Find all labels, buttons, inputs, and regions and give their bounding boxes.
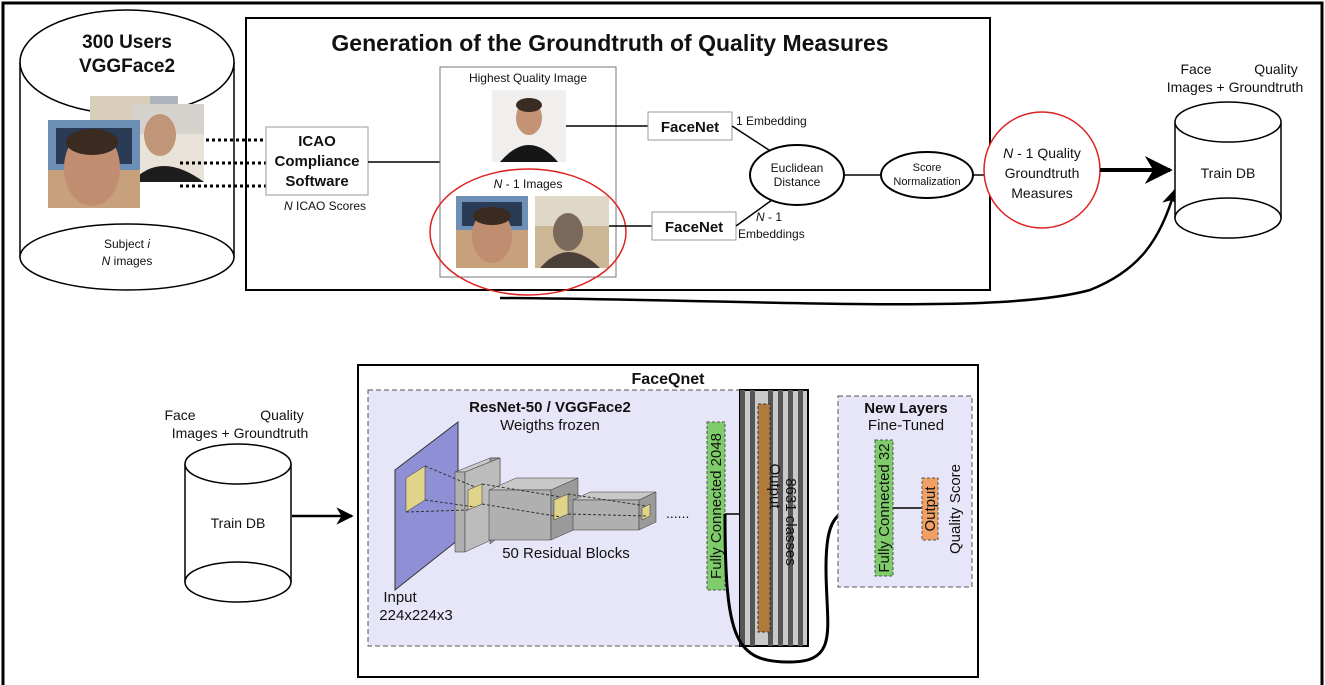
input-dims-label: 224x224x3	[379, 607, 452, 624]
icao-line2: Compliance	[274, 153, 359, 170]
in-images-label: Images + Groundtruth	[172, 425, 309, 441]
icao-software-box	[265, 126, 369, 196]
facenet-bottom-to-euclid	[735, 199, 773, 227]
train-db-bottom-label: Train DB	[211, 515, 266, 531]
score-line1: Score	[913, 162, 942, 174]
train-db-top-label: Train DB	[1201, 165, 1256, 181]
facenet-box-top	[647, 111, 733, 141]
measures-line1: N - 1 Quality	[1003, 145, 1081, 161]
output2-label: Output	[922, 486, 939, 532]
faceqnet-title: FaceQnet	[632, 371, 706, 388]
groundtruth-title: Generation of the Groundtruth of Quality…	[331, 30, 888, 56]
residual-block-3	[572, 491, 657, 531]
db-title-line1: 300 Users	[82, 32, 172, 53]
in-face-label: Face	[164, 407, 195, 423]
facenet-box-bottom	[651, 211, 737, 241]
facenet-top-to-euclid	[731, 125, 773, 153]
residual-blocks-label: 50 Residual Blocks	[502, 545, 630, 562]
facenet-top-label: FaceNet	[661, 119, 719, 136]
source-database: 300 Users VGGFace2 Subject i N images	[19, 9, 235, 291]
in-quality-label: Quality	[260, 407, 304, 423]
fc2048-layer	[706, 421, 726, 591]
fc2048-label: Fully Connected 2048	[708, 433, 725, 579]
out-face-label: Face	[1180, 61, 1211, 77]
db-title-line2: VGGFace2	[79, 56, 175, 77]
n1-images-label: N - 1 Images	[494, 177, 563, 191]
receptive-field-lines	[405, 465, 647, 518]
out-images-label: Images + Groundtruth	[1167, 79, 1304, 95]
input-label: Input	[383, 589, 417, 606]
n1-image-photo-1	[456, 196, 528, 268]
score-line2: Normalization	[893, 176, 960, 188]
fine-tuned-label: Fine-Tuned	[868, 417, 944, 434]
icao-line1: ICAO	[298, 133, 336, 150]
images-to-traindb-arrow	[499, 188, 1179, 306]
icao-line3: Software	[285, 173, 348, 190]
euclid-line2: Distance	[774, 175, 821, 189]
embeddings-label: Embeddings	[738, 227, 805, 241]
out-quality-label: Quality	[1254, 61, 1298, 77]
output-label: Output	[766, 463, 783, 509]
quality-score-label: Quality Score	[947, 464, 964, 554]
train-db-top: Face Quality Images + Groundtruth Train …	[1167, 61, 1304, 239]
new-layers-region	[837, 395, 973, 588]
train-db-bottom: Face Quality Images + Groundtruth Train …	[164, 407, 309, 603]
score-normalization-node	[880, 151, 974, 199]
measures-line2: Groundtruth	[1005, 165, 1080, 181]
ellipsis-dots: ......	[666, 505, 689, 521]
dotted-connectors	[180, 138, 266, 188]
n1-image-photo-2	[535, 196, 609, 268]
n1-embeddings-label: N - 1	[756, 210, 782, 224]
images-label: N images	[102, 254, 153, 268]
new-layers-title: New Layers	[864, 400, 947, 417]
quality-output-layer	[921, 477, 939, 541]
fc32-label: Fully Connected 32	[876, 443, 893, 572]
residual-block-2	[488, 477, 579, 541]
facenet-bottom-label: FaceNet	[665, 219, 723, 236]
icao-scores-label: N ICAO Scores	[284, 199, 366, 213]
output-block	[739, 389, 809, 647]
output-to-newlayers-curve	[723, 506, 877, 664]
subject-label: Subject i	[104, 237, 150, 251]
classes-label: 8631 classes	[782, 478, 799, 566]
one-embedding-label: 1 Embedding	[736, 114, 807, 128]
n1-images-highlight	[429, 168, 627, 296]
resnet-subtitle: Weigths frozen	[500, 417, 600, 434]
resnet-title: ResNet-50 / VGGFace2	[469, 399, 631, 416]
highest-quality-label: Highest Quality Image	[469, 71, 587, 85]
highest-quality-photo	[492, 90, 566, 162]
face-photo-stack	[48, 96, 204, 208]
euclid-line1: Euclidean	[771, 161, 824, 175]
measures-line3: Measures	[1011, 185, 1072, 201]
